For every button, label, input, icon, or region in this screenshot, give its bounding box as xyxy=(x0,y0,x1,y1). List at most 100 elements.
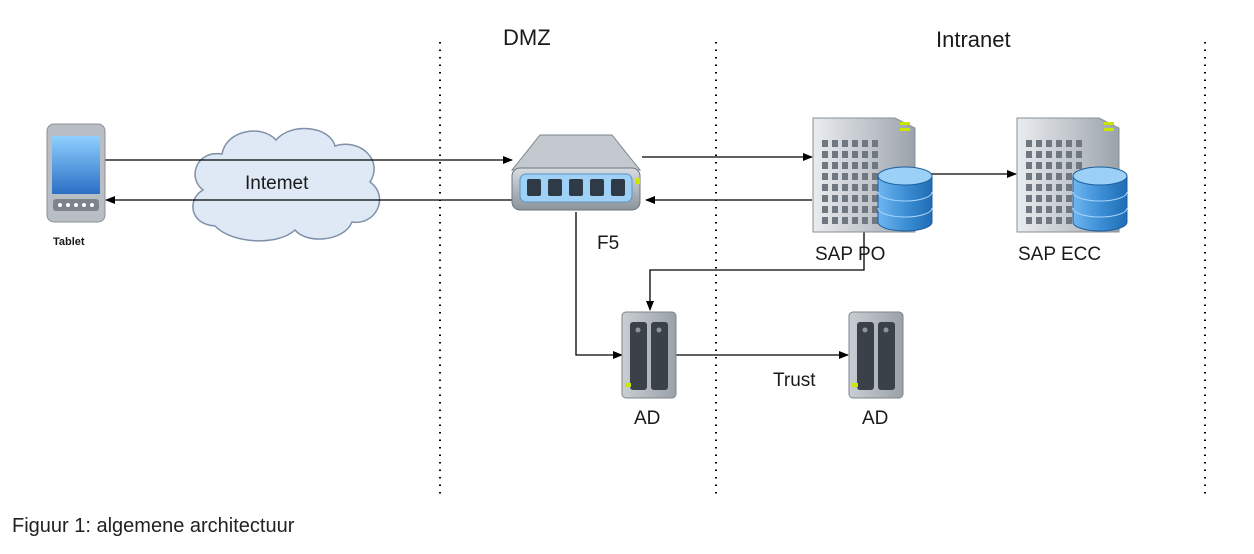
server-window xyxy=(1056,140,1062,147)
server-window xyxy=(832,217,838,224)
node-label-internet: Intemet xyxy=(245,173,309,194)
server-window xyxy=(1056,151,1062,158)
server-window xyxy=(842,140,848,147)
server-window xyxy=(872,151,878,158)
server-window xyxy=(1036,151,1042,158)
server-window xyxy=(1056,206,1062,213)
node-label-tablet: Tablet xyxy=(53,236,85,248)
server-window xyxy=(1066,162,1072,169)
server-window xyxy=(1046,206,1052,213)
server-window xyxy=(1066,217,1072,224)
server-window xyxy=(872,184,878,191)
server-window xyxy=(842,195,848,202)
server-window xyxy=(1036,173,1042,180)
server-window xyxy=(1046,140,1052,147)
server-window xyxy=(1066,206,1072,213)
server-window xyxy=(832,140,838,147)
ad-intranet-server-icon xyxy=(848,311,904,399)
server-window xyxy=(1066,140,1072,147)
sap-po-database-icon xyxy=(877,166,933,232)
edge-sappo-to-ad-dmz xyxy=(646,232,865,311)
server-window xyxy=(1056,173,1062,180)
server-window xyxy=(842,162,848,169)
server-window xyxy=(832,195,838,202)
server-window xyxy=(1036,162,1042,169)
server-window xyxy=(862,206,868,213)
server-window xyxy=(872,206,878,213)
server-window xyxy=(862,217,868,224)
server-window xyxy=(822,206,828,213)
server-window xyxy=(1076,151,1082,158)
server-window xyxy=(1076,140,1082,147)
internet-cloud-icon xyxy=(192,127,381,242)
edge-label-trust: Trust xyxy=(773,370,816,391)
server-window xyxy=(862,151,868,158)
server-window xyxy=(822,217,828,224)
server-window xyxy=(822,151,828,158)
zone-label-intranet: Intranet xyxy=(936,27,1011,52)
node-label-ad-intranet: AD xyxy=(862,408,889,429)
server-window xyxy=(852,184,858,191)
server-window xyxy=(832,162,838,169)
server-window xyxy=(1036,184,1042,191)
server-window xyxy=(852,140,858,147)
server-window xyxy=(1026,195,1032,202)
zone-label-dmz: DMZ xyxy=(503,25,551,50)
server-window xyxy=(852,217,858,224)
server-window xyxy=(872,140,878,147)
sap-ecc-database-icon xyxy=(1072,166,1128,232)
server-window xyxy=(872,195,878,202)
node-label-ad-dmz: AD xyxy=(634,408,661,429)
server-window xyxy=(1036,217,1042,224)
server-window xyxy=(1026,184,1032,191)
server-window xyxy=(1026,162,1032,169)
server-window xyxy=(1026,206,1032,213)
server-window xyxy=(852,195,858,202)
server-window xyxy=(1026,140,1032,147)
server-window xyxy=(842,151,848,158)
server-window xyxy=(852,162,858,169)
server-window xyxy=(1036,195,1042,202)
server-window xyxy=(862,140,868,147)
server-window xyxy=(1046,195,1052,202)
server-window xyxy=(1026,173,1032,180)
edge-f5-to-ad-dmz xyxy=(575,212,623,359)
server-window xyxy=(862,184,868,191)
server-window xyxy=(872,173,878,180)
f5-switch-icon xyxy=(510,134,642,211)
server-window xyxy=(862,162,868,169)
node-label-sap-ecc: SAP ECC xyxy=(1018,244,1102,265)
server-window xyxy=(1046,217,1052,224)
server-window xyxy=(842,217,848,224)
server-window xyxy=(1056,184,1062,191)
server-window xyxy=(1026,151,1032,158)
server-window xyxy=(832,151,838,158)
server-window xyxy=(852,173,858,180)
server-window xyxy=(1046,173,1052,180)
server-window xyxy=(1046,151,1052,158)
server-window xyxy=(1076,162,1082,169)
server-window xyxy=(1066,151,1072,158)
server-window xyxy=(862,195,868,202)
server-window xyxy=(822,184,828,191)
server-window xyxy=(1056,217,1062,224)
figure-caption: Figuur 1: algemene architectuur xyxy=(12,515,295,537)
server-window xyxy=(1066,173,1072,180)
server-window xyxy=(872,162,878,169)
server-window xyxy=(822,195,828,202)
tablet-icon xyxy=(46,123,106,223)
server-window xyxy=(1056,162,1062,169)
server-window xyxy=(1066,195,1072,202)
server-window xyxy=(822,162,828,169)
server-window xyxy=(862,173,868,180)
server-window xyxy=(1046,162,1052,169)
server-window xyxy=(872,217,878,224)
server-window xyxy=(1056,195,1062,202)
server-window xyxy=(852,151,858,158)
server-window xyxy=(1026,217,1032,224)
server-window xyxy=(1066,184,1072,191)
server-window xyxy=(822,173,828,180)
server-window xyxy=(842,173,848,180)
server-window xyxy=(832,184,838,191)
